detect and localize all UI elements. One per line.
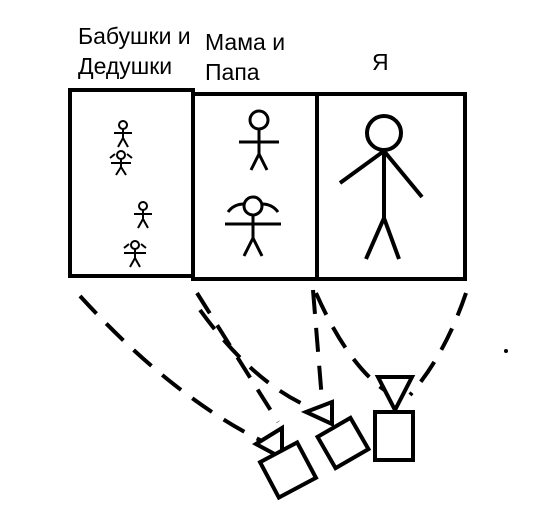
frame-me [315, 92, 467, 281]
stick-figure-icon [114, 120, 132, 148]
label-grandparents-line1: Бабушки и [78, 23, 191, 49]
stick-figure-icon [109, 150, 133, 176]
camera-icon [251, 424, 319, 501]
cameras [251, 375, 416, 501]
dashed-line [78, 294, 271, 447]
label-me: Я [372, 49, 389, 75]
stick-figure-icon [123, 240, 147, 268]
stick-figure-icon [338, 114, 424, 260]
me-figure [338, 114, 424, 260]
label-grandparents-line2: Дедушки [78, 53, 172, 79]
camera-icon [373, 375, 416, 462]
grandparents-figures [109, 120, 152, 268]
stick-figure-icon [225, 195, 281, 257]
frames [68, 88, 467, 281]
label-parents-line2: Папа [205, 59, 260, 85]
camera-icon [300, 399, 372, 471]
stick-figure-icon [239, 109, 279, 171]
label-parents-line1: Мама и [205, 29, 285, 55]
dashed-line [408, 292, 468, 397]
parents-figures [225, 109, 281, 257]
dashed-line [311, 289, 324, 401]
dashed-line [198, 308, 323, 414]
frame-parents [191, 92, 319, 281]
stray-dot [504, 349, 508, 353]
stick-figure-icon [134, 201, 152, 229]
